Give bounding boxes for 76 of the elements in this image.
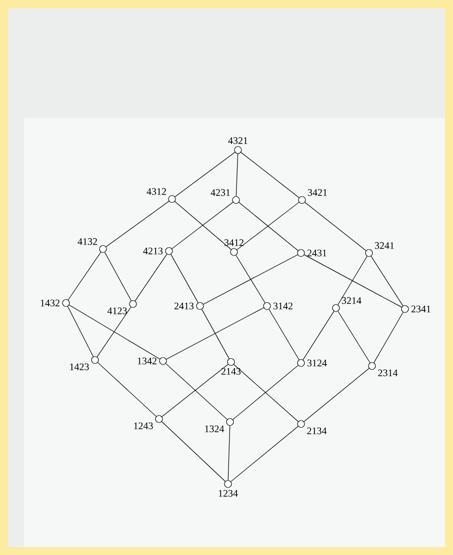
vertex: 2143 <box>221 358 241 375</box>
node-label: 3241 <box>374 242 394 249</box>
vertex: 2134 <box>297 420 327 434</box>
edge-line <box>374 312 404 363</box>
vertex: 2314 <box>368 362 398 376</box>
node-label: 2314 <box>378 370 398 376</box>
node-label: 4213 <box>143 248 163 254</box>
edge-line <box>68 304 160 360</box>
vertex: 3214 <box>332 297 362 312</box>
vertex: 2413 <box>174 302 204 310</box>
vertex: 1432 <box>40 299 70 307</box>
edge-line <box>230 426 298 482</box>
edge-line <box>302 310 334 360</box>
node-label: 1324 <box>205 425 224 432</box>
vertex: 1234 <box>218 480 238 497</box>
node-label: 2134 <box>307 427 327 434</box>
edge-line <box>202 309 230 359</box>
edge-line <box>268 308 300 360</box>
node-label: 4123 <box>107 308 127 314</box>
vertex: 2341 <box>401 305 430 313</box>
node-label: 3214 <box>342 297 362 304</box>
vertex: 2431 <box>297 249 326 257</box>
vertex: 4231 <box>210 189 240 204</box>
node-label: 1423 <box>70 364 89 370</box>
node-label: 3412 <box>224 239 244 246</box>
edge-line <box>170 254 198 303</box>
edge-line <box>166 307 264 360</box>
edge-line <box>304 368 370 422</box>
node-label: 4312 <box>146 188 166 195</box>
vertex: 4321 <box>228 137 248 154</box>
node-label: 3124 <box>307 360 327 366</box>
node-label: 4321 <box>228 137 248 144</box>
node-label: 2143 <box>221 368 241 375</box>
edge-line <box>67 306 94 357</box>
node-label: 2341 <box>411 306 430 312</box>
node-label: 1243 <box>134 422 153 430</box>
vertex: 1423 <box>70 356 99 370</box>
edge-line <box>304 202 366 251</box>
vertex: 4213 <box>143 247 173 255</box>
vertex: 4123 <box>107 300 137 314</box>
edge-line <box>203 254 298 305</box>
node-label: 4132 <box>78 238 97 245</box>
node-label: 2431 <box>307 250 326 256</box>
edge-line <box>98 362 156 417</box>
vertex: 1342 <box>138 357 167 365</box>
vertex: 4132 <box>78 238 107 253</box>
edge-line <box>96 306 132 358</box>
node-label: 4231 <box>210 189 230 196</box>
vertex: 3241 <box>365 242 394 257</box>
edge-line <box>104 252 132 301</box>
edge-line <box>236 254 266 304</box>
edge-line <box>236 154 238 196</box>
vertex: 3412 <box>224 239 244 256</box>
vertex: 3142 <box>263 302 292 310</box>
edge-line <box>304 254 402 308</box>
edge-line <box>240 152 300 198</box>
node-label: 2413 <box>174 302 194 310</box>
vertex: 3124 <box>297 359 327 367</box>
node-label: 1342 <box>138 358 156 364</box>
node-label: 3142 <box>273 302 292 310</box>
edge-line <box>68 252 102 300</box>
vertex: 3421 <box>298 189 327 204</box>
vertex: 1324 <box>205 418 234 432</box>
edge-line <box>161 421 226 482</box>
edge-line <box>370 256 404 306</box>
edge-line <box>134 254 168 302</box>
edge-line <box>228 426 230 480</box>
node-label: 1432 <box>40 300 60 306</box>
node-label: 1234 <box>218 490 238 497</box>
edge-line <box>106 200 170 248</box>
vertex: 1243 <box>134 415 163 430</box>
edge-line <box>174 152 236 198</box>
vertex: 4312 <box>146 188 176 203</box>
edge-line <box>338 310 370 364</box>
edge-line <box>338 256 368 306</box>
node-label: 3421 <box>308 189 327 196</box>
